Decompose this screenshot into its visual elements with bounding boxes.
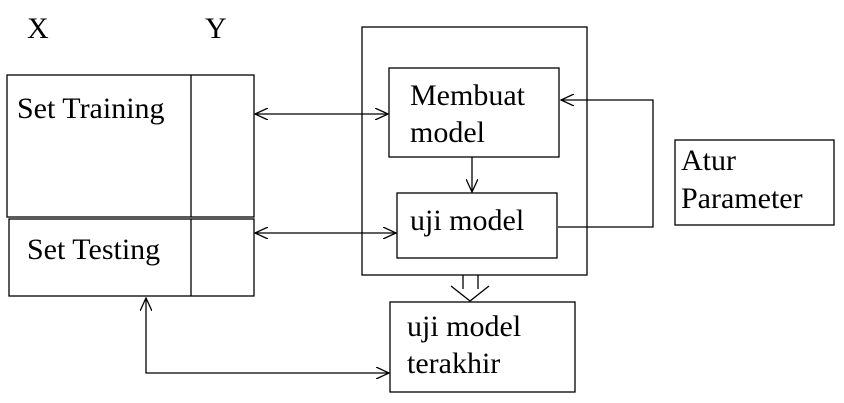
atur-parameter-label-line2: Parameter	[681, 182, 803, 215]
membuat-model-box	[388, 67, 560, 158]
uji-model-terakhir-label-line2: terakhir	[407, 347, 501, 380]
set-testing-label: Set Testing	[27, 233, 161, 266]
uji-model-terakhir-box	[389, 301, 576, 393]
arrow-testing-final	[146, 298, 389, 373]
membuat-model-label-line1: Membuat	[410, 79, 525, 112]
membuat-model-label-line2: model	[410, 116, 485, 149]
x-axis-label: X	[27, 12, 49, 45]
y-axis-label: Y	[205, 12, 227, 45]
uji-model-box	[396, 192, 558, 259]
uji-model-terakhir-label-line1: uji model	[407, 310, 522, 343]
set-training-label: Set Training	[17, 92, 165, 125]
set-training-block	[6, 74, 255, 218]
atur-parameter-label-line1: Atur	[681, 144, 736, 177]
uji-model-label: uji model	[410, 204, 525, 237]
arrow-feedback-loop	[558, 100, 654, 228]
atur-parameter-box	[674, 139, 835, 226]
double-arrow-down	[450, 275, 490, 302]
set-testing-block	[8, 218, 255, 297]
model-container	[361, 26, 588, 276]
